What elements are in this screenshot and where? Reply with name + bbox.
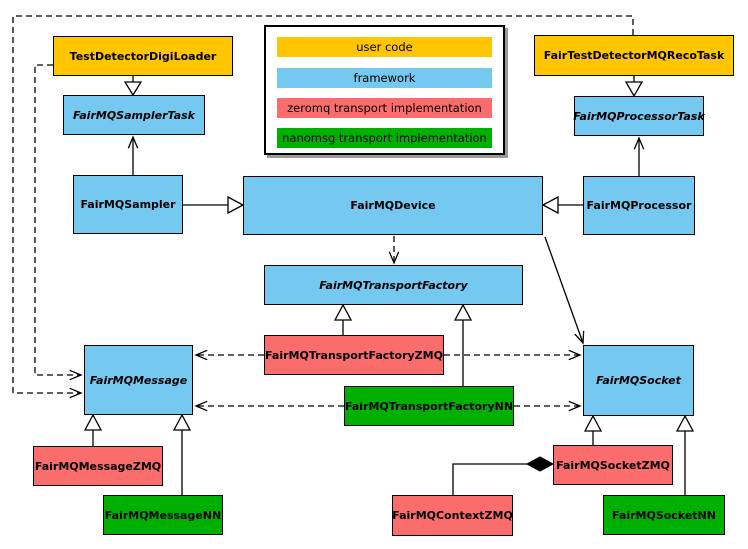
- class-box-fairtestdetectormqrecotask: FairTestDetectorMQRecoTask: [534, 35, 734, 76]
- class-box-fairmqcontextzmq: FairMQContextZMQ: [392, 495, 513, 536]
- class-box-fairmqtransportfactorynn: FairMQTransportFactoryNN: [344, 386, 514, 426]
- class-box-fairmqsamplertask: FairMQSamplerTask: [63, 95, 205, 135]
- legend-item-zeromq: zeromq transport implementation: [277, 98, 492, 118]
- class-label: FairMQDevice: [350, 199, 436, 212]
- class-label: FairMQSocketNN: [612, 508, 716, 522]
- edge-recotask-processortask-inheritance: [624, 76, 644, 98]
- class-box-fairmqprocessortask: FairMQProcessorTask: [573, 96, 705, 136]
- class-label: FairMQProcessorTask: [573, 109, 705, 123]
- class-label: TestDetectorDigiLoader: [69, 49, 217, 63]
- class-box-fairmqsocketnn: FairMQSocketNN: [603, 495, 725, 535]
- class-label: FairMQMessageNN: [104, 508, 222, 522]
- class-box-fairmqsampler: FairMQSampler: [73, 175, 183, 234]
- edge-processor-device-inheritance: [541, 195, 583, 215]
- class-label: FairMQProcessor: [586, 199, 692, 212]
- edge-messagenn-message-inheritance: [172, 413, 192, 495]
- class-box-fairmqprocessor: FairMQProcessor: [583, 176, 695, 235]
- edge-tfzmq-transportfactory-inheritance: [333, 303, 353, 335]
- class-box-fairmqsocketzmq: FairMQSocketZMQ: [553, 445, 673, 485]
- class-label: FairMQTransportFactoryZMQ: [265, 348, 443, 362]
- class-label: FairMQContextZMQ: [392, 509, 513, 522]
- class-label: FairMQMessage: [89, 373, 188, 387]
- legend-label: nanomsg transport implementation: [282, 131, 487, 145]
- edge-socketzmq-contextzmq-composition: [452, 456, 555, 495]
- edge-digiloader-samplertask-inheritance: [123, 75, 143, 97]
- class-label: FairTestDetectorMQRecoTask: [543, 49, 725, 62]
- edge-tfnn-transportfactory-inheritance: [453, 303, 473, 386]
- class-label: FairMQSampler: [80, 198, 176, 211]
- legend-label: user code: [356, 40, 413, 54]
- class-label: FairMQSocketZMQ: [556, 458, 670, 472]
- class-box-fairmqmessagenn: FairMQMessageNN: [103, 495, 223, 535]
- edge-sampler-device-inheritance: [183, 195, 245, 215]
- edge-socketzmq-socket-inheritance: [583, 414, 603, 445]
- edge-digiloader-message-dependency: [34, 64, 83, 381]
- legend-item-framework: framework: [277, 68, 492, 88]
- class-box-fairmqsocket: FairMQSocket: [583, 345, 694, 416]
- legend-label: zeromq transport implementation: [287, 101, 482, 115]
- class-box-testdetectordigiloader: TestDetectorDigiLoader: [53, 36, 233, 76]
- class-label: FairMQMessageZMQ: [34, 459, 162, 473]
- edge-messagezmq-message-inheritance: [83, 413, 103, 446]
- edge-socketnn-socket-inheritance: [675, 414, 695, 495]
- class-label: FairMQSocket: [596, 374, 681, 387]
- class-label: FairMQSamplerTask: [73, 108, 195, 122]
- class-box-fairmqdevice: FairMQDevice: [243, 176, 543, 235]
- legend-label: framework: [353, 71, 416, 85]
- class-box-fairmqmessage: FairMQMessage: [84, 345, 193, 415]
- class-label: FairMQTransportFactoryNN: [344, 399, 514, 413]
- legend-item-nanomsg: nanomsg transport implementation: [277, 128, 492, 148]
- class-box-fairmqtransportfactory: FairMQTransportFactory: [264, 265, 523, 305]
- class-box-fairmqmessagezmq: FairMQMessageZMQ: [33, 446, 163, 486]
- class-label: FairMQTransportFactory: [319, 278, 468, 292]
- edge-device-socket-association: [544, 236, 585, 345]
- edge-recotask-message-dependency: [12, 15, 634, 399]
- legend-item-user-code: user code: [277, 37, 492, 57]
- legend: user code framework zeromq transport imp…: [264, 25, 505, 155]
- class-box-fairmqtransportfactoryzmq: FairMQTransportFactoryZMQ: [264, 335, 444, 375]
